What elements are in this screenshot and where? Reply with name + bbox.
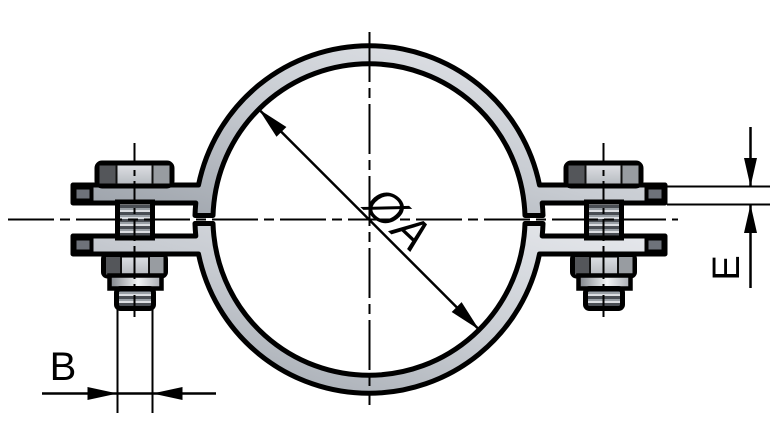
dimension-band-thickness: E (667, 127, 770, 288)
lug-tab-upper-right (644, 185, 666, 203)
b-arrow-right-icon (152, 387, 183, 400)
e-arrow-down-icon (744, 158, 757, 187)
clamp-band-upper-half (70, 43, 668, 218)
diameter-arrow-upper-icon (258, 109, 287, 137)
e-arrow-up-icon (744, 204, 757, 233)
diameter-arrow-lower-icon (451, 302, 480, 330)
dimension-bolt-width: B (42, 308, 216, 413)
b-arrow-left-icon (87, 387, 118, 400)
diameter-dimension-line (257, 108, 481, 331)
lug-tab-lower-right (644, 236, 666, 254)
lug-tab-lower-left (72, 236, 94, 254)
band-thickness-label: E (706, 255, 748, 280)
lug-tab-upper-left (72, 185, 94, 203)
bolt-width-label: B (50, 345, 77, 389)
